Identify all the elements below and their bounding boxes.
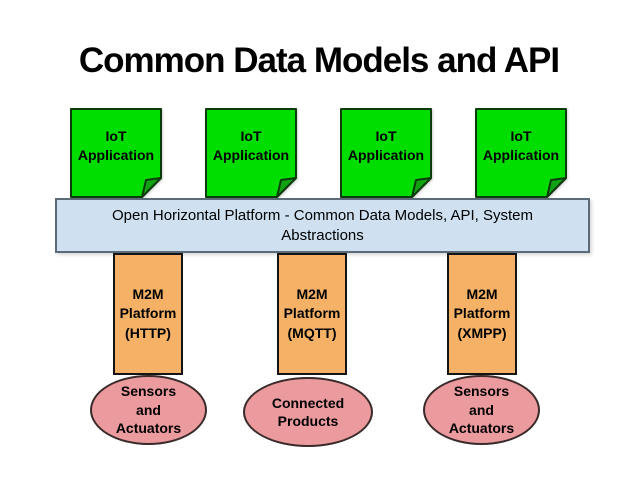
sensors-actuators-ellipse-2: Sensors and Actuators: [423, 375, 540, 445]
m2m-platform-xmpp-box: M2M Platform (XMPP): [447, 253, 517, 375]
iot-application-label: IoT Application: [212, 128, 290, 163]
platform-bar-label: Open Horizontal Platform - Common Data M…: [112, 207, 533, 244]
iot-application-note-2: IoT Application: [205, 108, 297, 198]
folded-corner-icon: [141, 177, 162, 198]
open-horizontal-platform-bar: Open Horizontal Platform - Common Data M…: [55, 198, 590, 253]
note-shape: [340, 108, 432, 198]
m2m-platform-http-box: M2M Platform (HTTP): [113, 253, 183, 375]
m2m-platform-label: M2M Platform (XMPP): [453, 286, 511, 341]
connected-products-ellipse: Connected Products: [243, 377, 373, 447]
note-shape: [475, 108, 567, 198]
m2m-platform-label: M2M Platform (HTTP): [119, 286, 177, 341]
iot-application-label: IoT Application: [482, 128, 560, 163]
device-label: Sensors and Actuators: [448, 383, 515, 437]
folded-corner-icon: [276, 177, 297, 198]
note-shape: [70, 108, 162, 198]
m2m-platform-label: M2M Platform (MQTT): [283, 286, 341, 341]
iot-application-label: IoT Application: [347, 128, 425, 163]
sensors-actuators-ellipse-1: Sensors and Actuators: [90, 375, 207, 445]
iot-application-note-1: IoT Application: [70, 108, 162, 198]
iot-application-note-3: IoT Application: [340, 108, 432, 198]
folded-corner-icon: [411, 177, 432, 198]
device-label: Connected Products: [271, 394, 345, 429]
m2m-platform-mqtt-box: M2M Platform (MQTT): [277, 253, 347, 375]
folded-corner-icon: [546, 177, 567, 198]
slide-title: Common Data Models and API: [78, 41, 560, 80]
device-label: Sensors and Actuators: [115, 383, 182, 437]
note-shape: [205, 108, 297, 198]
iot-application-note-4: IoT Application: [475, 108, 567, 198]
iot-application-label: IoT Application: [77, 128, 155, 163]
